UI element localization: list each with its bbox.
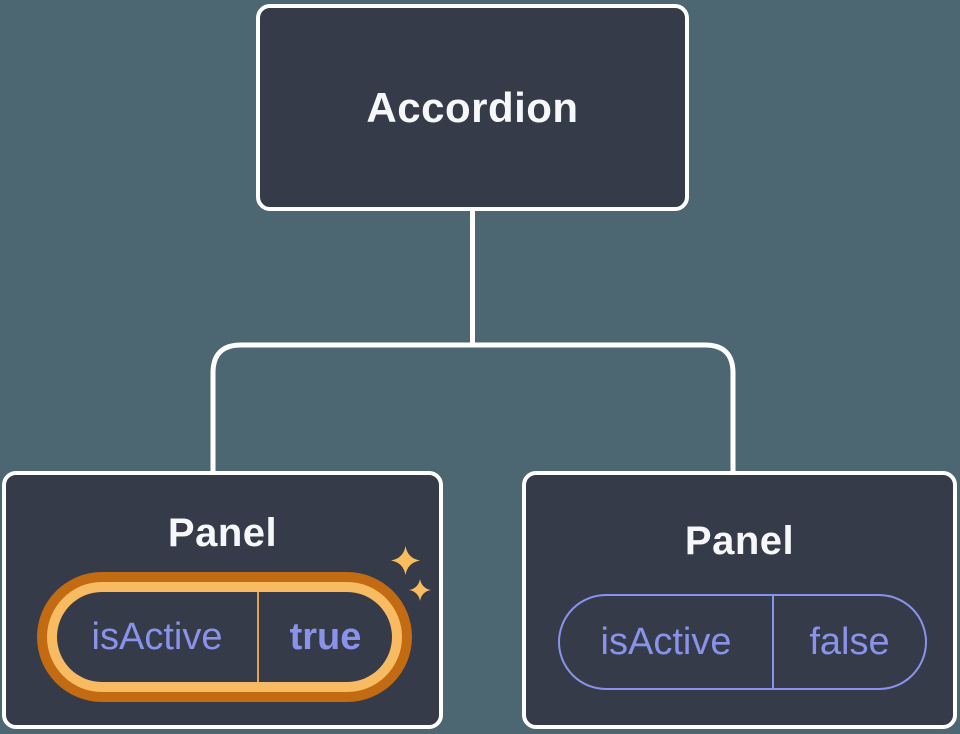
prop-value: false (809, 620, 890, 663)
prop-pill-divider (772, 596, 774, 688)
panel-node-label: Panel (684, 519, 795, 563)
prop-value: true (289, 615, 362, 658)
prop-pill-divider (257, 592, 259, 682)
sparkle-icon-large (391, 546, 420, 575)
panel-node-label: Panel (167, 511, 278, 555)
prop-pill-inactive: isActive false (558, 594, 927, 690)
accordion-node: Accordion (256, 4, 689, 211)
prop-name: isActive (91, 615, 223, 658)
panel-node-inactive: Panel isActive false (522, 471, 957, 729)
sparkle-icon-small (409, 579, 431, 601)
prop-pill-active: isActive true (57, 592, 392, 682)
accordion-node-label: Accordion (366, 83, 579, 131)
prop-name: isActive (600, 620, 732, 663)
panel-node-active: Panel isActive true (2, 471, 443, 729)
